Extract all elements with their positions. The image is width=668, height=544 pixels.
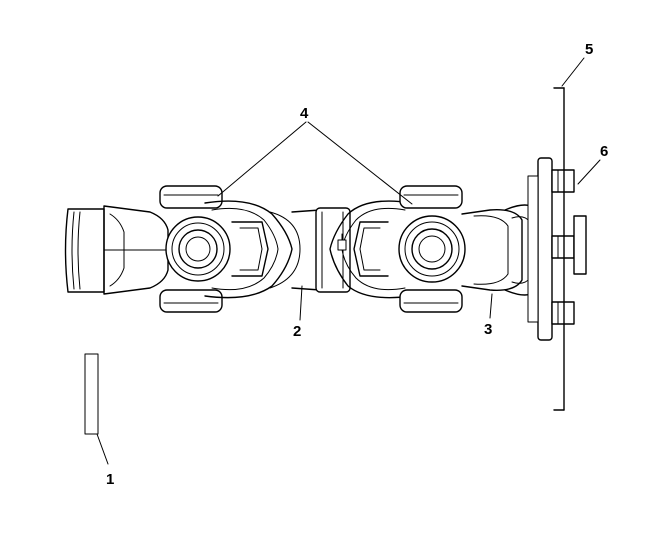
callout-2: 2 xyxy=(293,323,301,340)
leader-lines xyxy=(96,57,601,465)
left-u-joint xyxy=(159,185,301,313)
leader-1 xyxy=(96,433,109,465)
callout-1: 1 xyxy=(106,471,114,488)
leader-6 xyxy=(577,159,601,185)
leader-4b xyxy=(307,121,413,205)
flange-yoke xyxy=(461,204,539,296)
leader-4a xyxy=(217,121,307,197)
right-u-joint xyxy=(329,185,466,313)
leader-3 xyxy=(489,293,493,319)
part-1-spacer-bar xyxy=(84,353,99,435)
part-5-mounting-plate xyxy=(553,87,565,411)
callout-6: 6 xyxy=(600,143,608,160)
left-slip-yoke xyxy=(64,205,169,295)
callout-5: 5 xyxy=(585,41,593,58)
callout-4: 4 xyxy=(300,105,309,122)
leader-2 xyxy=(299,285,303,321)
companion-flange xyxy=(527,157,587,341)
leader-5 xyxy=(561,57,585,87)
callout-3: 3 xyxy=(484,321,492,338)
